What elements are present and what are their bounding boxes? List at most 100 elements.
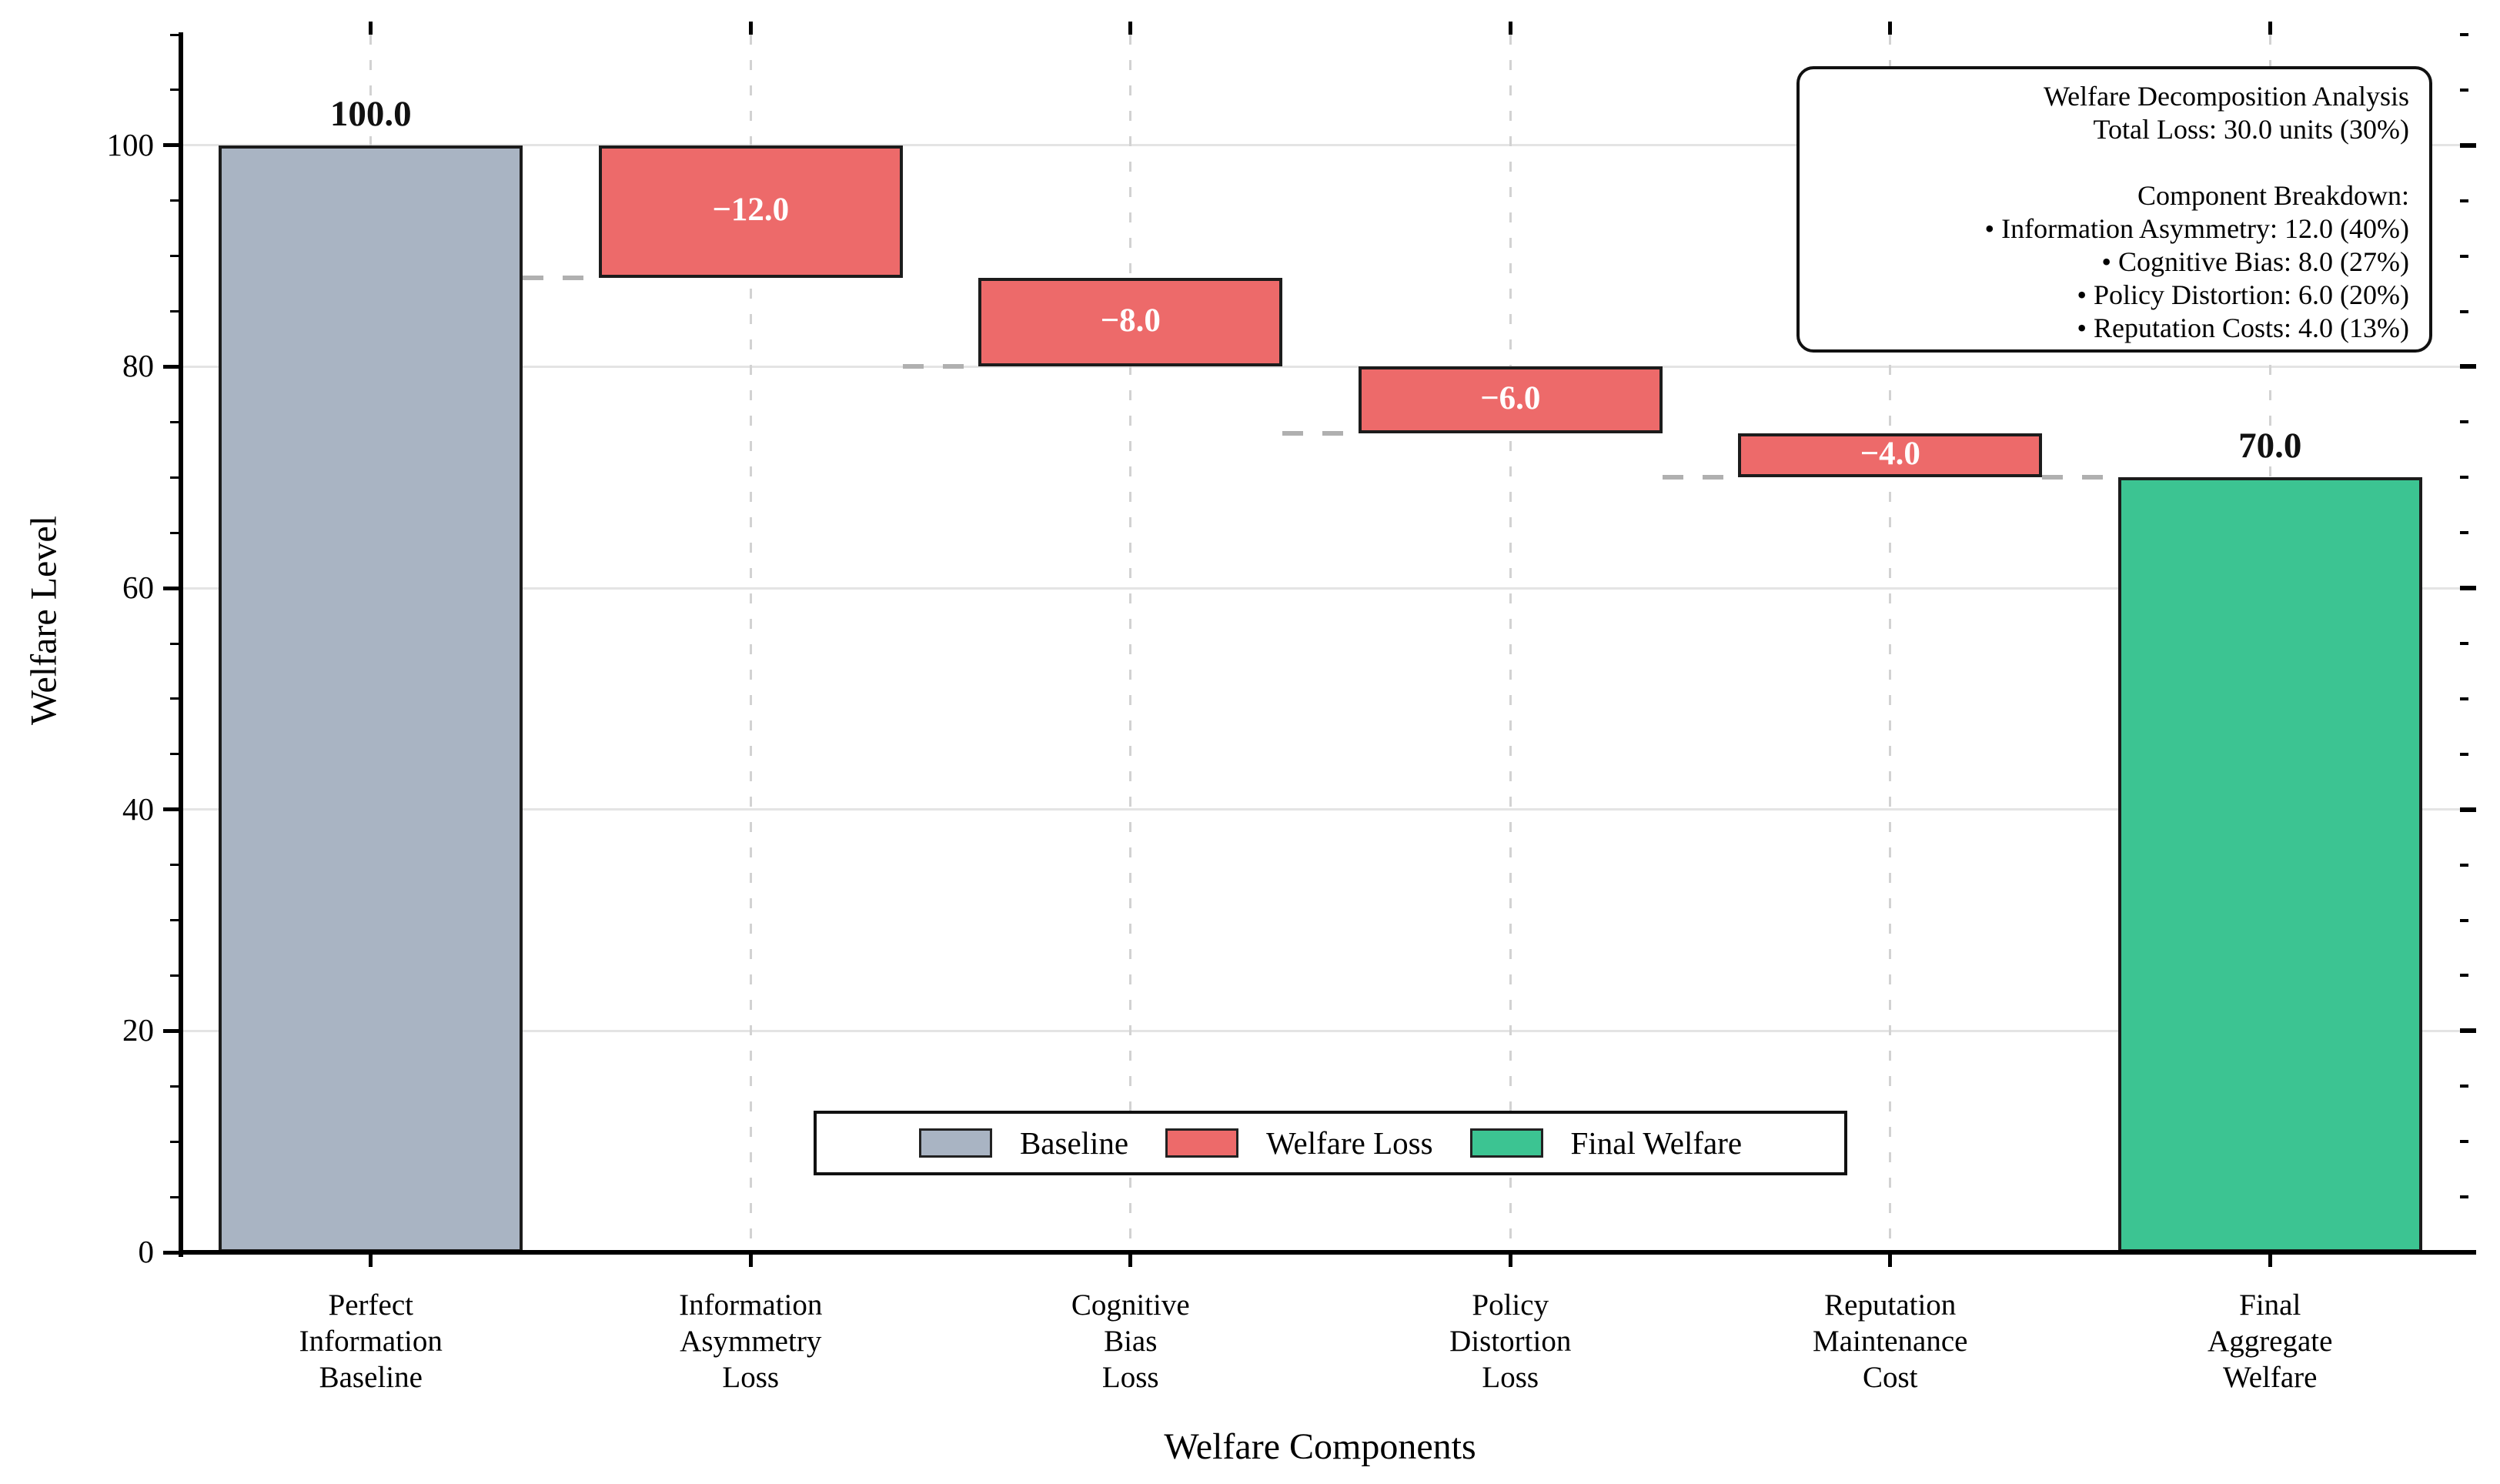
- y-minortick-right-45: [2460, 752, 2468, 756]
- y-minortick-right-90: [2460, 254, 2468, 258]
- y-minortick-right-15: [2460, 1085, 2468, 1088]
- y-axis-spine: [179, 32, 183, 1257]
- y-minortick-right-105: [2460, 88, 2468, 92]
- gridline-y-60: [181, 587, 2460, 590]
- y-minortick-right-65: [2460, 531, 2468, 535]
- annotation-line-1: Total Loss: 30.0 units (30%): [2093, 114, 2409, 145]
- y-minortick-left-10: [170, 1140, 179, 1143]
- bar-information-asymmetry-loss: [598, 145, 903, 279]
- bar-cognitive-bias-loss: [978, 278, 1283, 367]
- y-minortick-right-70: [2460, 476, 2468, 480]
- x-tick-label-line: Final: [2239, 1288, 2301, 1322]
- y-tick-label-60: 60: [122, 570, 154, 606]
- y-minortick-right-110: [2460, 33, 2468, 36]
- y-tick-label-100: 100: [106, 126, 155, 162]
- annotation-line-3: Component Breakdown:: [2137, 180, 2409, 211]
- gridline-x-policy-distortion-loss: [1509, 35, 1512, 1252]
- y-tick-right-80: [2460, 364, 2476, 369]
- x-tick-top-policy-distortion-loss: [1508, 22, 1512, 35]
- x-tick-top-final-aggregate-welfare: [2268, 22, 2272, 35]
- y-minortick-left-55: [170, 642, 179, 645]
- connector-after-cognitive-bias-loss: [1282, 430, 1359, 436]
- y-minortick-right-25: [2460, 974, 2468, 978]
- x-tick-bottom-information-asymmetry-loss: [748, 1255, 753, 1267]
- y-minortick-right-55: [2460, 642, 2468, 645]
- y-minortick-right-95: [2460, 199, 2468, 202]
- bar-value-cognitive-bias-loss: −8.0: [1100, 302, 1161, 339]
- x-tick-label-line: Loss: [1101, 1361, 1159, 1394]
- annotation-line-5: • Cognitive Bias: 8.0 (27%): [2101, 246, 2409, 277]
- bar-perfect-information-baseline: [219, 145, 523, 1252]
- y-minortick-left-110: [170, 33, 179, 36]
- x-tick-top-cognitive-bias-loss: [1128, 22, 1133, 35]
- x-axis-spine: [179, 1250, 2460, 1255]
- connector-after-perfect-information-baseline: [523, 276, 599, 281]
- bar-value-reputation-maintenance-cost: −4.0: [1860, 435, 1920, 472]
- x-tick-label-line: Aggregate: [2208, 1325, 2333, 1358]
- annotation-line-2: [1815, 146, 2409, 179]
- y-minortick-left-25: [170, 974, 179, 977]
- y-minortick-right-30: [2460, 918, 2468, 922]
- legend-label-final: Final Welfare: [1570, 1125, 1743, 1161]
- legend-swatch-loss: [1165, 1128, 1239, 1158]
- y-tick-left-100: [163, 143, 179, 148]
- connector-after-information-asymmetry-loss: [902, 364, 979, 369]
- x-tick-bottom-cognitive-bias-loss: [1128, 1255, 1133, 1267]
- y-tick-label-0: 0: [138, 1234, 155, 1269]
- x-tick-label-line: Bias: [1104, 1325, 1158, 1358]
- y-tick-right-100: [2460, 142, 2476, 148]
- legend-label-loss: Welfare Loss: [1266, 1125, 1433, 1161]
- y-tick-right-20: [2460, 1028, 2476, 1034]
- y-minortick-left-85: [170, 310, 179, 313]
- x-tick-bottom-perfect-information-baseline: [369, 1255, 373, 1267]
- legend-swatch-final: [1469, 1128, 1543, 1158]
- y-tick-left-80: [163, 364, 179, 369]
- gridline-y-20: [181, 1029, 2460, 1032]
- gridline-x-reputation-maintenance-cost: [1889, 35, 1892, 1252]
- y-tick-left-60: [163, 586, 179, 590]
- x-tick-bottom-final-aggregate-welfare: [2268, 1255, 2272, 1267]
- legend-item-baseline: Baseline: [918, 1125, 1128, 1161]
- y-tick-label-40: 40: [122, 790, 154, 827]
- bar-final-aggregate-welfare: [2117, 477, 2422, 1252]
- legend-swatch-baseline: [918, 1128, 992, 1158]
- x-axis-title: Welfare Components: [1164, 1426, 1476, 1467]
- y-minortick-right-50: [2460, 697, 2468, 700]
- annotation-line-6: • Policy Distortion: 6.0 (20%): [2077, 279, 2409, 310]
- gridline-x-information-asymmetry-loss: [749, 35, 752, 1252]
- bar-value-final-aggregate-welfare: 70.0: [2238, 426, 2302, 466]
- x-tick-label-line: Loss: [1482, 1361, 1539, 1394]
- annotation-line-0: Welfare Decomposition Analysis: [2044, 81, 2409, 112]
- y-minortick-left-70: [170, 476, 179, 479]
- x-tick-label-line: Information: [299, 1325, 443, 1358]
- legend-item-final: Final Welfare: [1469, 1125, 1743, 1161]
- y-tick-left-40: [163, 807, 179, 812]
- y-minortick-left-75: [170, 420, 179, 423]
- x-tick-label-line: Perfect: [328, 1288, 413, 1322]
- y-minortick-left-45: [170, 753, 179, 756]
- y-tick-right-40: [2460, 807, 2476, 812]
- x-tick-top-perfect-information-baseline: [369, 22, 373, 35]
- x-tick-label-line: Maintenance: [1813, 1325, 1968, 1358]
- y-minortick-left-30: [170, 919, 179, 922]
- x-tick-label-line: Information: [679, 1288, 823, 1322]
- y-minortick-left-105: [170, 89, 179, 92]
- connector-after-policy-distortion-loss: [1662, 475, 1739, 480]
- x-tick-label-line: Policy: [1472, 1288, 1549, 1322]
- annotation-line-4: • Information Asymmetry: 12.0 (40%): [1984, 213, 2409, 244]
- legend-item-loss: Welfare Loss: [1165, 1125, 1433, 1161]
- y-minortick-right-5: [2460, 1195, 2468, 1199]
- y-minortick-right-35: [2460, 863, 2468, 867]
- x-tick-bottom-reputation-maintenance-cost: [1888, 1255, 1893, 1267]
- annotation-line-7: • Reputation Costs: 4.0 (13%): [2077, 313, 2409, 343]
- gridline-y-40: [181, 808, 2460, 811]
- y-tick-right-60: [2460, 586, 2476, 591]
- y-minortick-left-65: [170, 531, 179, 534]
- x-tick-label-line: Asymmetry: [680, 1325, 822, 1358]
